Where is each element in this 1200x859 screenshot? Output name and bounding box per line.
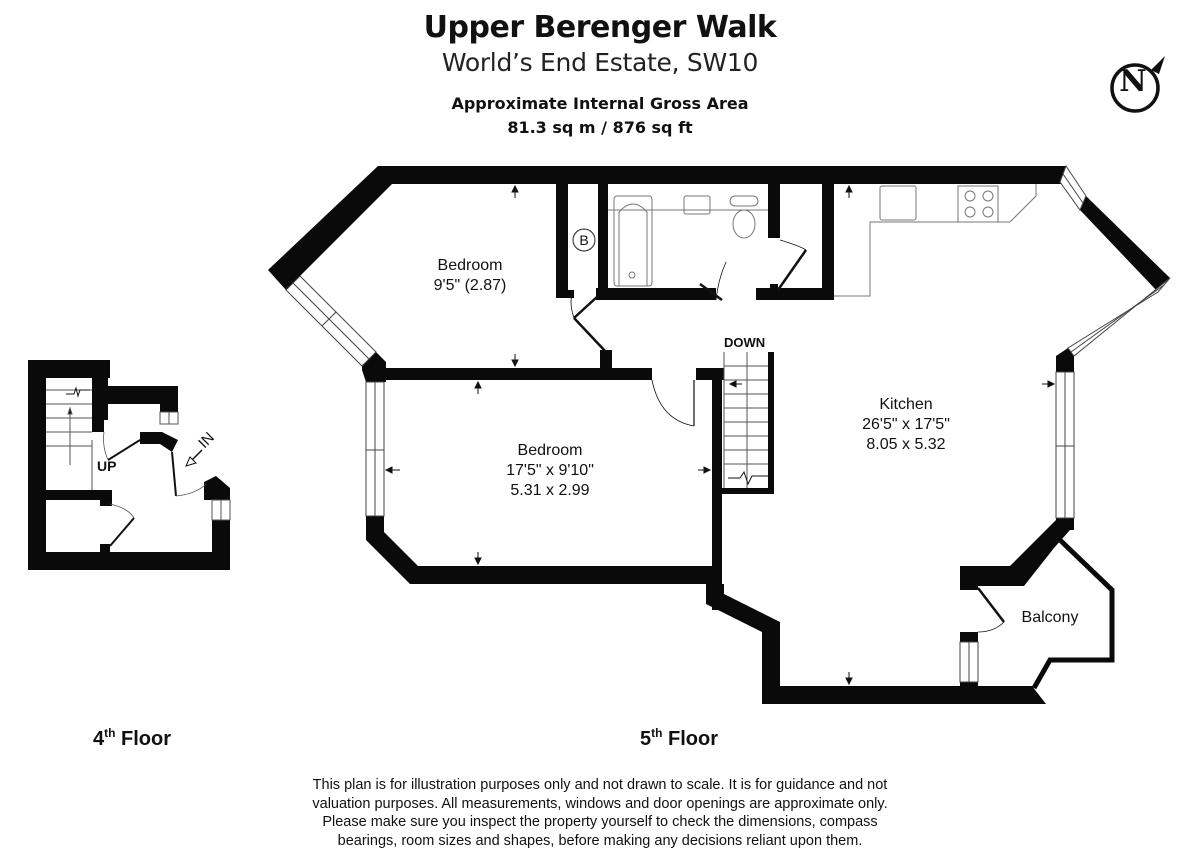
doors (570, 239, 1005, 633)
stairs-up-label: UP (97, 458, 117, 474)
floor-word: Floor (668, 728, 719, 750)
fifth-floor-walls (268, 166, 1170, 704)
balcony-outline (1031, 538, 1115, 690)
boiler-label: B (579, 232, 589, 248)
stairs-down (723, 352, 768, 488)
dimension-arrows (384, 184, 1056, 686)
room-label-bedroom-small: Bedroom 9'5" (2.87) (410, 256, 530, 296)
room-label-kitchen: Kitchen 26'5" x 17'5" 8.05 x 5.32 (836, 395, 976, 455)
windows (285, 164, 1171, 683)
disclaimer-line: This plan is for illustration purposes o… (312, 777, 888, 793)
property-address: World’s End Estate, SW10 (441, 48, 759, 77)
floor-number: 5 (640, 728, 652, 750)
boiler-icon (572, 228, 596, 252)
room-dimensions-imperial: 17'5" x 9'10" (506, 462, 594, 479)
north-compass-icon (1110, 56, 1165, 113)
floor-number: 4 (93, 728, 105, 750)
room-dimensions-metric: 8.05 x 5.32 (866, 436, 946, 453)
disclaimer-line: Please make sure you inspect the propert… (322, 814, 878, 830)
room-name: Balcony (1021, 609, 1079, 626)
room-label-bedroom-large: Bedroom 17'5" x 9'10" 5.31 x 2.99 (480, 441, 620, 501)
room-name: Bedroom (517, 442, 583, 459)
area-label: Approximate Internal Gross Area (451, 94, 749, 113)
room-name: Bedroom (437, 257, 503, 274)
compass-letter: N (1119, 64, 1147, 99)
floor-label-4th: 4th Floor (93, 726, 171, 751)
floor-word: Floor (121, 728, 172, 750)
room-dimensions: 9'5" (2.87) (433, 277, 507, 294)
property-title: Upper Berenger Walk (423, 10, 777, 45)
room-dimensions-imperial: 26'5" x 17'5" (862, 416, 950, 433)
room-label-balcony: Balcony (1010, 608, 1090, 628)
disclaimer: This plan is for illustration purposes o… (250, 776, 950, 850)
floor-suffix: th (104, 726, 116, 740)
bathroom-fixtures (608, 195, 768, 287)
floor-label-5th: 5th Floor (640, 726, 718, 751)
stairs-down-label: DOWN (724, 335, 766, 350)
area-value: 81.3 sq m / 876 sq ft (507, 118, 693, 137)
fourth-floor-details (46, 386, 231, 547)
room-name: Kitchen (879, 396, 933, 413)
floor-suffix: th (651, 726, 663, 740)
kitchen-fixtures (834, 184, 1037, 297)
disclaimer-line: bearings, room sizes and shapes, before … (337, 832, 863, 849)
room-dimensions-metric: 5.31 x 2.99 (510, 482, 590, 499)
disclaimer-line: valuation purposes. All measurements, wi… (312, 795, 888, 812)
fourth-floor-walls (28, 360, 230, 570)
